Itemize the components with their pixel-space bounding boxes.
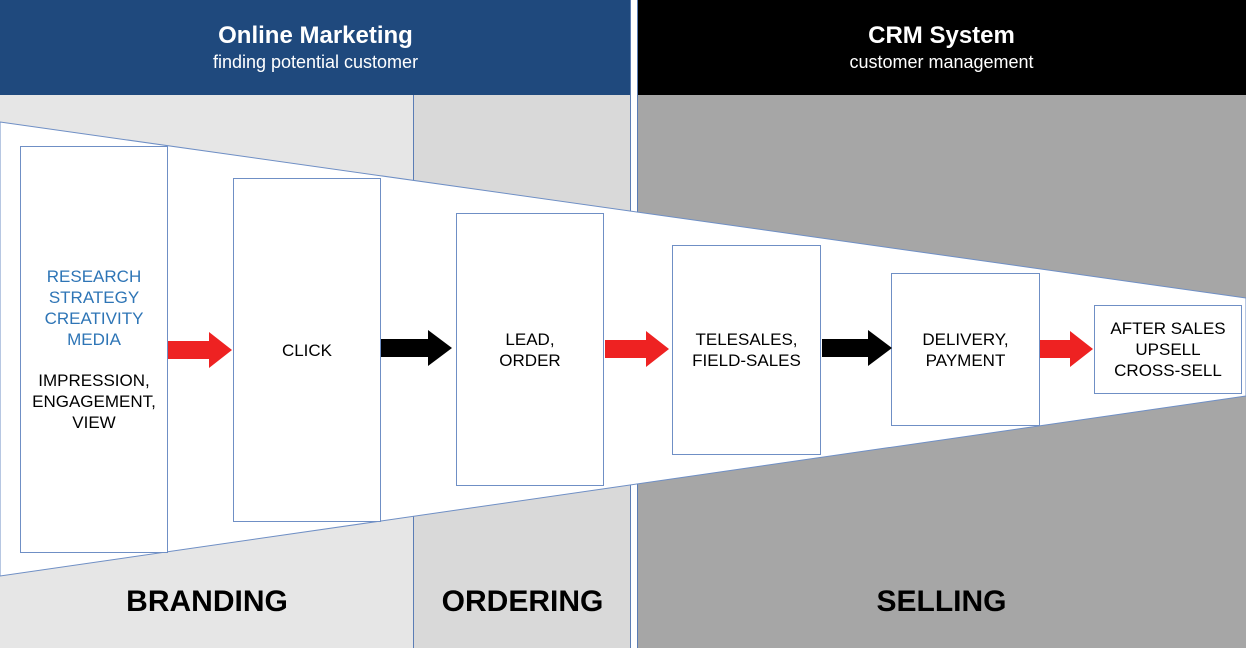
phase-branding: BRANDING <box>126 585 288 618</box>
stage-box-delivery: DELIVERY, PAYMENT <box>891 273 1040 426</box>
branding-highlight-creativity: CREATIVITY <box>44 309 144 328</box>
lead-label: LEAD, <box>505 329 555 349</box>
branding-highlight-strategy: STRATEGY <box>48 288 140 307</box>
arrow-branding-to-click <box>168 332 232 368</box>
arrow-telesales-to-delivery <box>822 330 892 366</box>
telesales-label: TELESALES, <box>695 330 798 349</box>
order-label: ORDER <box>499 350 561 370</box>
online-marketing-title: Online Marketing <box>218 22 413 49</box>
after-sales-label: AFTER SALES <box>1110 319 1226 338</box>
click-label: CLICK <box>281 340 333 360</box>
stage-box-after-sales: AFTER SALES UPSELL CROSS-SELL <box>1094 305 1242 394</box>
arrow-delivery-to-after-sales <box>1040 331 1093 367</box>
upsell-label: UPSELL <box>1135 340 1201 359</box>
branding-highlight-research: RESEARCH <box>46 267 142 286</box>
field-sales-label: FIELD-SALES <box>692 351 801 370</box>
online-marketing-subtitle: finding potential customer <box>212 52 419 72</box>
arrow-click-to-lead <box>381 330 452 366</box>
stage-box-telesales: TELESALES, FIELD-SALES <box>672 245 821 455</box>
stage-box-branding: RESEARCH STRATEGY CREATIVITY MEDIA IMPRE… <box>20 146 168 553</box>
branding-line-view: VIEW <box>72 413 116 432</box>
branding-line-impression: IMPRESSION, <box>38 371 150 390</box>
crm-system-header: CRM System customer management <box>637 0 1246 95</box>
cross-sell-label: CROSS-SELL <box>1114 361 1222 380</box>
phase-ordering: ORDERING <box>441 585 604 618</box>
online-marketing-header: Online Marketing finding potential custo… <box>0 0 631 95</box>
crm-system-title: CRM System <box>868 22 1015 49</box>
stage-box-click: CLICK <box>233 178 381 522</box>
crm-system-subtitle: customer management <box>849 52 1034 72</box>
payment-label: PAYMENT <box>925 350 1006 370</box>
stage-box-lead-order: LEAD, ORDER <box>456 213 604 486</box>
branding-line-engagement: ENGAGEMENT, <box>32 392 156 411</box>
arrow-lead-to-telesales <box>605 331 669 367</box>
delivery-label: DELIVERY, <box>922 329 1009 349</box>
branding-highlight-media: MEDIA <box>67 330 121 349</box>
phase-selling: SELLING <box>876 585 1007 618</box>
